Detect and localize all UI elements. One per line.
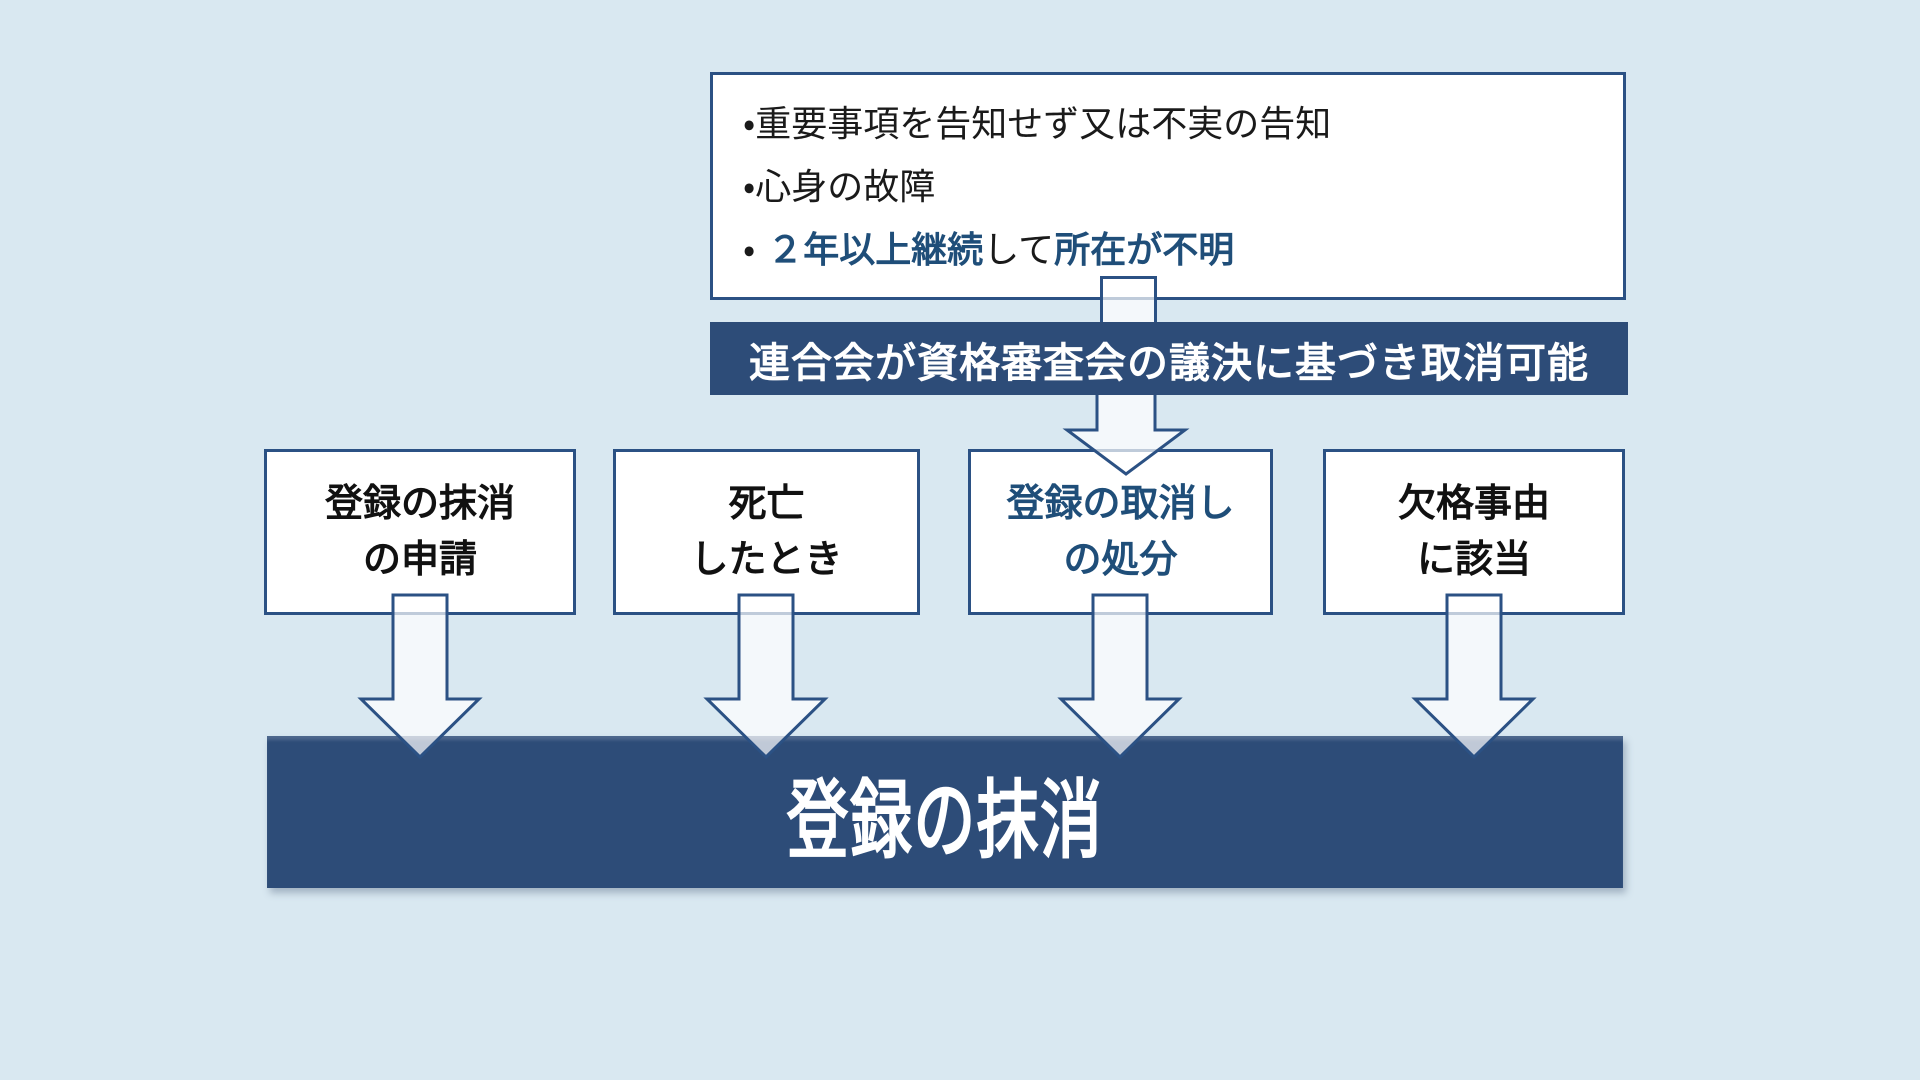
bullet-icon: ・ [743, 102, 756, 144]
cause-box-line: 欠格事由 [1397, 483, 1550, 525]
condition-text: 重要事項を告知せず又は不実の告知 [755, 102, 1332, 144]
cause-box-removal-request: 登録の抹消 の申請 [264, 449, 576, 615]
cause-box-line: の処分 [1063, 539, 1178, 581]
cause-box-line: 登録の取消し [1006, 483, 1235, 525]
connector-arrow [1100, 276, 1157, 330]
decision-banner: 連合会が資格審査会の議決に基づき取消可能 [710, 322, 1628, 395]
down-arrow-icon [1057, 593, 1183, 760]
decision-banner-label: 連合会が資格審査会の議決に基づき取消可能 [749, 339, 1589, 386]
bullet-icon: ・ [743, 228, 756, 270]
condition-item: ・ ２年以上継続して所在が不明 [743, 218, 1623, 281]
cause-box-death: 死亡 したとき [613, 449, 920, 615]
condition-text-emphasis: 所在が不明 [1054, 228, 1235, 270]
cause-box-line: の申請 [362, 539, 477, 581]
bullet-icon: ・ [743, 165, 756, 207]
cause-box-line: に該当 [1416, 539, 1531, 581]
cause-box-disqualification: 欠格事由 に該当 [1323, 449, 1625, 615]
conditions-box: ・重要事項を告知せず又は不実の告知 ・心身の故障 ・２年以上継続して所在が不明 [710, 72, 1626, 300]
condition-text: 心身の故障 [755, 165, 936, 207]
condition-item: ・心身の故障 [743, 155, 1623, 218]
condition-item: ・重要事項を告知せず又は不実の告知 [743, 92, 1623, 155]
down-arrow-icon [357, 593, 483, 760]
down-arrow-icon [703, 593, 829, 760]
cause-box-line: したとき [690, 539, 843, 581]
condition-text-emphasis: ２年以上継続 [767, 228, 984, 270]
cause-box-line: 登録の抹消 [324, 483, 515, 525]
cause-box-cancellation-disposition: 登録の取消し の処分 [968, 449, 1273, 615]
cause-box-line: 死亡 [728, 483, 805, 525]
down-arrow-icon [1411, 593, 1537, 760]
result-bar: 登録の抹消 [267, 736, 1623, 888]
condition-text: して [983, 228, 1055, 270]
result-bar-label: 登録の抹消 [786, 772, 1104, 869]
